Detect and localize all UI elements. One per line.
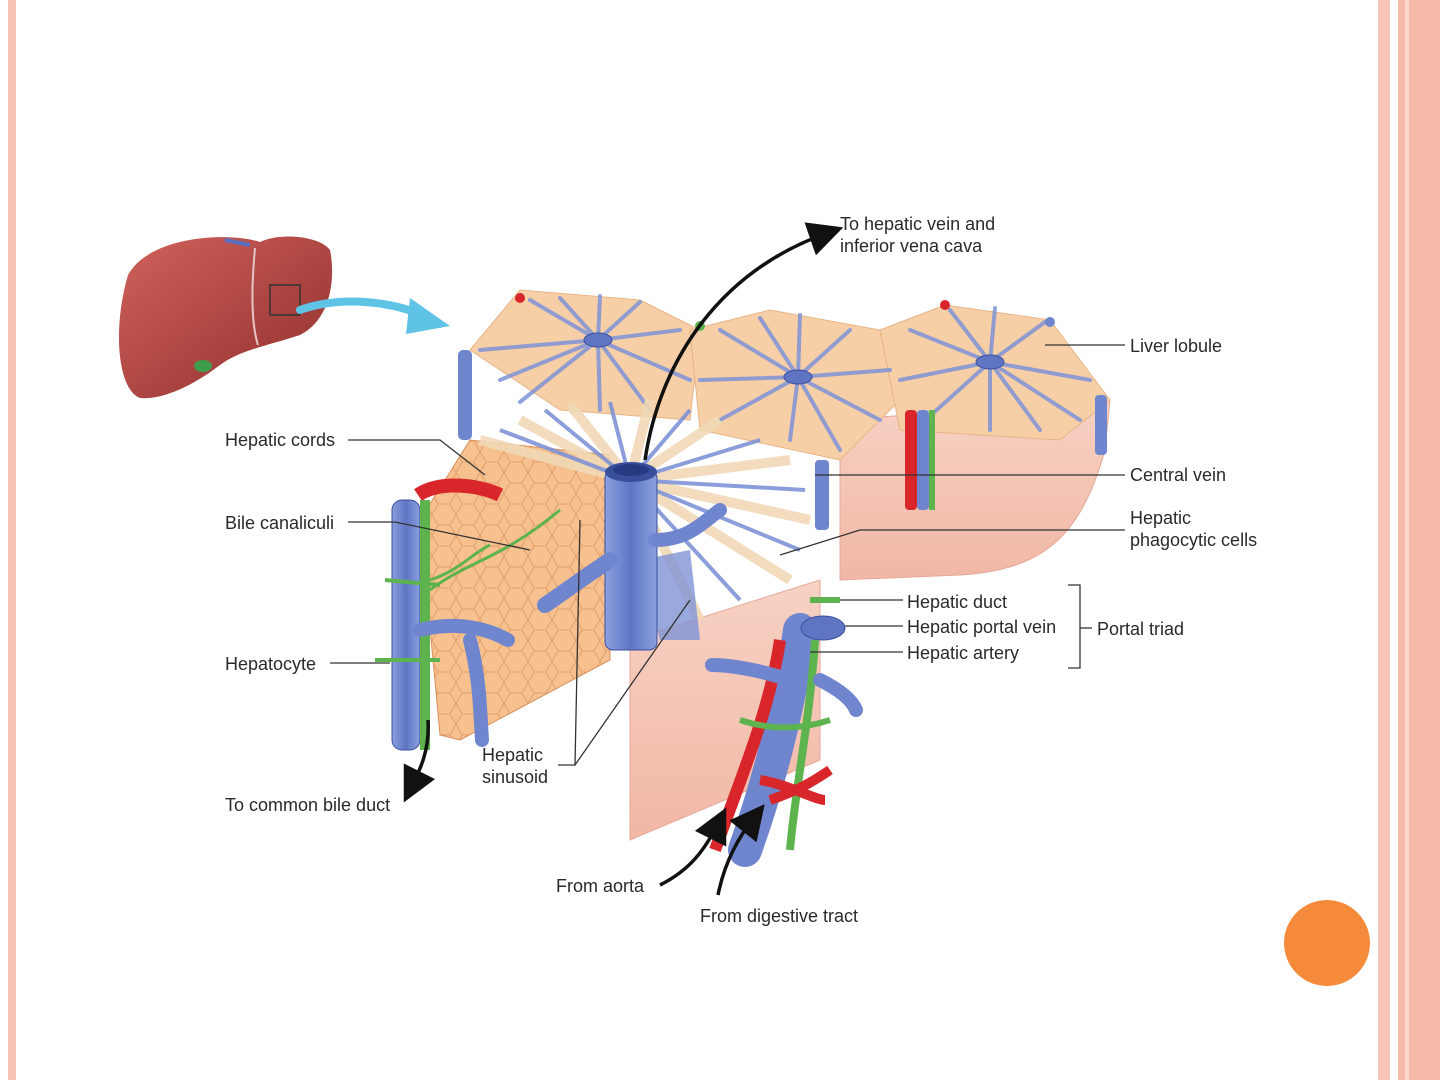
label-hepatic-duct: Hepatic duct bbox=[907, 592, 1007, 612]
liver-icon bbox=[118, 236, 333, 399]
label-central-vein: Central vein bbox=[1130, 465, 1226, 485]
label-hepatocyte: Hepatocyte bbox=[225, 654, 316, 674]
from-digestive-tract-arrow bbox=[716, 804, 765, 896]
label-to-common-bile-duct: To common bile duct bbox=[225, 795, 390, 815]
label-hepatic-sinusoid-line2: sinusoid bbox=[482, 767, 548, 787]
to-hepatic-vein-arrow bbox=[643, 222, 844, 461]
slide-border-right bbox=[1378, 0, 1390, 1080]
slide-border-right-stripe bbox=[1405, 0, 1409, 1080]
label-to-hepatic-vein-line1: To hepatic vein and bbox=[840, 214, 995, 234]
slide-border-left bbox=[8, 0, 16, 1080]
label-from-digestive-tract: From digestive tract bbox=[700, 906, 858, 926]
label-hepatic-phagocytic-line1: Hepatic bbox=[1130, 508, 1191, 528]
zoom-arrow bbox=[296, 297, 450, 334]
slide-accent-dot bbox=[1284, 900, 1370, 986]
label-liver-lobule: Liver lobule bbox=[1130, 336, 1222, 356]
label-hepatic-phagocytic-line2: phagocytic cells bbox=[1130, 530, 1257, 550]
label-from-aorta: From aorta bbox=[556, 876, 645, 896]
zoom-region-box bbox=[269, 284, 301, 316]
label-bile-canaliculi: Bile canaliculi bbox=[225, 513, 334, 533]
to-bile-duct-arrow bbox=[403, 719, 436, 803]
label-hepatic-portal-vein: Hepatic portal vein bbox=[907, 617, 1056, 637]
lobule-block bbox=[375, 289, 1111, 867]
label-hepatic-artery: Hepatic artery bbox=[907, 643, 1019, 663]
from-aorta-arrow bbox=[659, 807, 727, 887]
label-portal-triad: Portal triad bbox=[1097, 619, 1184, 639]
leader-lines bbox=[330, 344, 1125, 766]
label-hepatic-sinusoid-line1: Hepatic bbox=[482, 745, 543, 765]
label-to-hepatic-vein-line2: inferior vena cava bbox=[840, 236, 983, 256]
label-hepatic-cords: Hepatic cords bbox=[225, 430, 335, 450]
